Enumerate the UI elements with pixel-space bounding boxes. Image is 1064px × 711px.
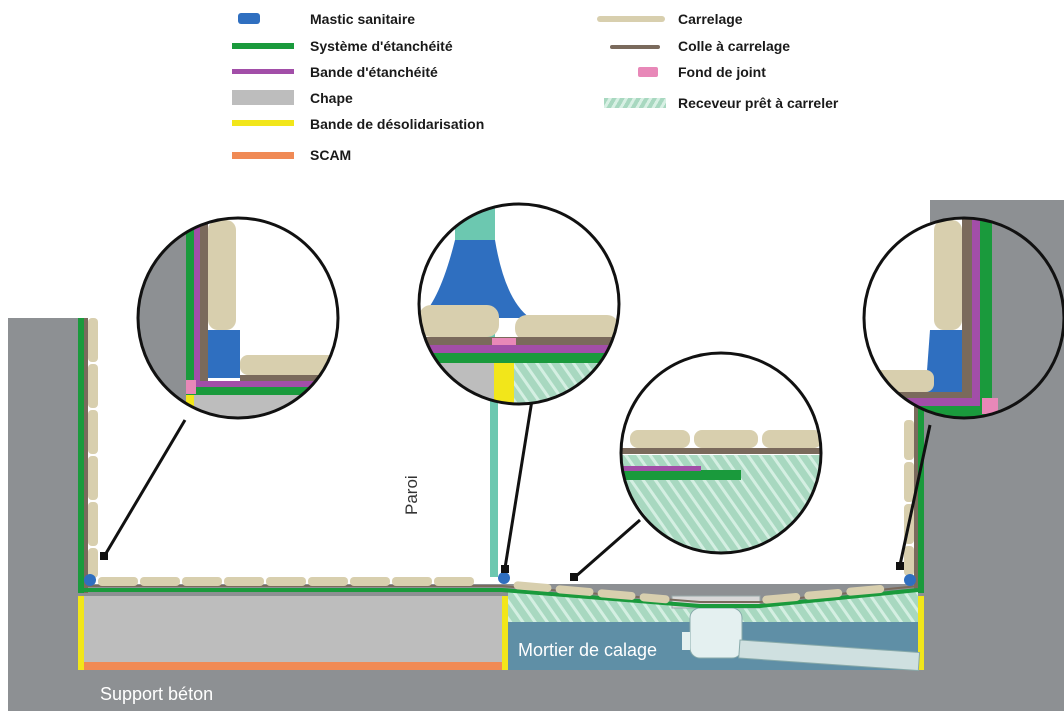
legend-swatch-bande-etancheite bbox=[232, 69, 294, 74]
legend-label-chape: Chape bbox=[310, 90, 353, 106]
scam-layer bbox=[84, 662, 502, 670]
label-mortier: Mortier de calage bbox=[518, 640, 658, 660]
leader-lines bbox=[103, 399, 932, 579]
legend-swatch-scam bbox=[232, 152, 294, 159]
drain bbox=[671, 595, 921, 672]
decoupling-band-mid bbox=[502, 596, 508, 670]
legend-swatch-systeme bbox=[232, 43, 294, 49]
legend-label-desolidarisation: Bande de désolidarisation bbox=[310, 116, 485, 132]
legend-swatch-desolidarisation bbox=[232, 120, 294, 126]
decoupling-band-left bbox=[78, 596, 84, 670]
legend-label-fond-joint: Fond de joint bbox=[678, 64, 766, 80]
legend-swatch-chape bbox=[232, 90, 294, 105]
legend-swatch-fond-joint bbox=[638, 67, 658, 77]
detail-circle-right-corner bbox=[864, 218, 1064, 418]
legend-label-receveur: Receveur prêt à carreler bbox=[678, 95, 839, 111]
sealant-left bbox=[84, 574, 96, 586]
label-paroi: Paroi bbox=[402, 475, 421, 515]
sealant-right bbox=[904, 574, 916, 586]
screed bbox=[84, 596, 502, 662]
sealant-wall bbox=[498, 572, 510, 584]
legend-label-colle: Colle à carrelage bbox=[678, 38, 791, 54]
partition-wall bbox=[490, 395, 498, 577]
legend-label-scam: SCAM bbox=[310, 147, 352, 163]
decoupling-band-right bbox=[918, 596, 924, 670]
legend-swatch-colle bbox=[610, 45, 660, 49]
legend-swatch-mastic bbox=[238, 13, 260, 24]
leader-markers bbox=[100, 552, 904, 581]
legend-swatch-carrelage bbox=[597, 16, 665, 22]
floor-membrane bbox=[84, 588, 919, 608]
detail-circle-partition bbox=[419, 204, 619, 404]
legend-label-carrelage: Carrelage bbox=[678, 11, 743, 27]
legend-swatch-receveur bbox=[604, 98, 666, 108]
legend-label-bande-etancheite: Bande d'étanchéité bbox=[310, 64, 438, 80]
floor-tiles-left bbox=[98, 577, 474, 586]
label-support: Support béton bbox=[100, 684, 214, 704]
legend-label-systeme: Système d'étanchéité bbox=[310, 38, 453, 54]
legend-label-mastic: Mastic sanitaire bbox=[310, 11, 416, 27]
floor-tiles-right bbox=[513, 581, 885, 604]
left-wall bbox=[78, 318, 98, 593]
